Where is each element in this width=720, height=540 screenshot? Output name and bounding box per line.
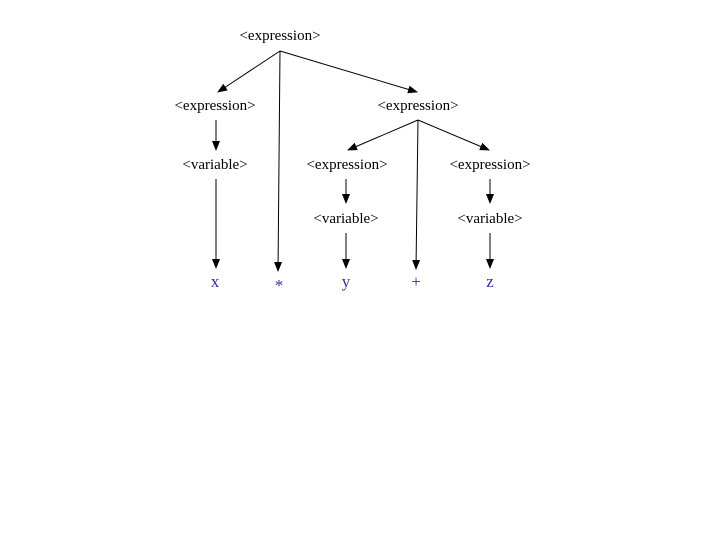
node-right-right-variable: <variable> [457, 211, 522, 227]
node-root-expression: <expression> [239, 28, 320, 44]
node-right-expression: <expression> [377, 98, 458, 114]
edge-arrow [347, 119, 419, 151]
edge-arrow [217, 50, 281, 93]
edge-arrow [279, 50, 418, 94]
edge-arrow [274, 50, 283, 272]
terminal-x: x [211, 272, 220, 291]
node-left-expression: <expression> [174, 98, 255, 114]
edge-arrow [412, 119, 421, 270]
terminal-plus: + [411, 272, 421, 291]
node-right-left-variable: <variable> [313, 211, 378, 227]
terminal-z: z [486, 272, 494, 291]
node-right-right-expression: <expression> [449, 157, 530, 173]
node-right-left-expression: <expression> [306, 157, 387, 173]
terminal-y: y [342, 272, 351, 291]
tree-edges [212, 50, 494, 272]
node-left-variable: <variable> [182, 157, 247, 173]
edge-arrow [417, 119, 490, 151]
terminal-star: * [275, 276, 284, 295]
